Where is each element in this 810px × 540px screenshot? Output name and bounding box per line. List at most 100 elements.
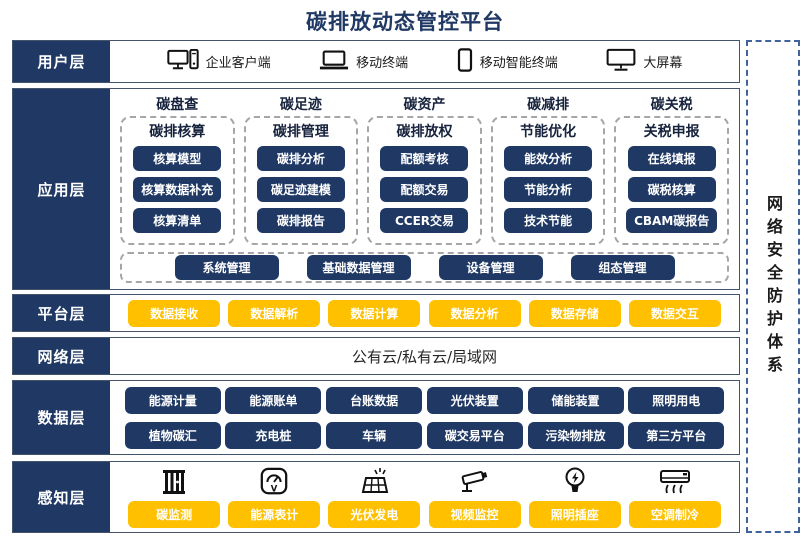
app-column-carbon-reduction: 碳减排 节能优化 能效分析 节能分析 技术节能 [490,93,606,245]
air-conditioner-icon [659,466,691,496]
app-chip: 配额交易 [380,177,469,202]
app-column-header: 碳资产 [403,97,446,113]
layer-platform-content: 数据接收 数据解析 数据计算 数据分析 数据存储 数据交互 [110,295,739,331]
data-row: 能源计量 能源账单 台账数据 光伏装置 储能装置 照明用电 [120,386,729,414]
light-socket-icon [562,466,588,496]
app-chip: 设备管理 [438,255,543,280]
perception-chip: 能源表计 [228,501,321,528]
app-chip: 碳足迹建模 [256,177,345,202]
app-column-subheader: 碳排核算 [149,124,206,140]
user-item-label: 企业客户端 [205,56,271,71]
layer-data-label: 数据层 [13,381,110,454]
app-column-subheader: 碳排管理 [272,124,329,140]
perception-item-solar: 光伏发电 [328,466,421,528]
data-chip: 能源计量 [124,386,221,414]
data-chip: 车辆 [326,421,423,449]
app-column-carbon-footprint: 碳足迹 碳排管理 碳排分析 碳足迹建模 碳排报告 [243,93,359,245]
desktop-pc-icon [166,48,199,75]
perception-chip: 视频监控 [428,501,521,528]
app-column-box: 碳排放权 配额考核 配额交易 CCER交易 [367,116,482,245]
data-chip: 碳交易平台 [426,421,523,449]
layer-perception-content: 碳监测 V 能源表计 光伏发电 视频监控 照明插座 空调制冷 [110,462,739,532]
app-column-box: 碳排管理 碳排分析 碳足迹建模 碳排报告 [243,116,359,245]
app-chip: 能效分析 [504,146,593,171]
layer-platform-label: 平台层 [13,295,110,331]
app-chip: 核算模型 [133,146,222,171]
perception-chip: 光伏发电 [328,501,421,528]
energy-meter-icon: V [259,466,289,496]
layer-application-label: 应用层 [13,89,110,289]
app-column-carbon-tariff: 碳关税 关税申报 在线填报 碳税核算 CBAM碳报告 [614,93,729,245]
app-chip: CBAM碳报告 [626,208,718,233]
data-chip: 储能装置 [527,386,624,414]
perception-item-energy-meter: V 能源表计 [228,466,321,528]
user-item-mobile-terminal: 移动终端 [319,49,408,75]
data-row: 植物碳汇 充电桩 车辆 碳交易平台 污染物排放 第三方平台 [120,421,729,449]
laptop-icon [319,49,349,75]
app-column-box: 关税申报 在线填报 碳税核算 CBAM碳报告 [614,116,729,245]
user-item-enterprise-client: 企业客户端 [166,48,271,75]
app-chip: 碳税核算 [627,177,716,202]
app-chip: 配额考核 [380,146,469,171]
app-column-header: 碳关税 [650,97,693,113]
app-chip: 碳排分析 [256,146,345,171]
app-column-subheader: 关税申报 [643,124,700,140]
smartphone-icon [457,47,473,76]
page-title: 碳排放动态管控平台 [306,10,504,34]
big-screen-icon [606,48,636,76]
layer-network-content: 公有云/私有云/局域网 [351,347,498,366]
app-chip: 在线填报 [627,146,716,171]
user-item-label: 大屏幕 [643,56,683,71]
app-chip: CCER交易 [380,208,469,233]
app-column-subheader: 节能优化 [520,124,577,140]
platform-chip: 数据接收 [128,299,221,327]
app-column-header: 碳盘查 [156,97,199,113]
perception-item-lighting: 照明插座 [528,466,621,528]
data-chip: 充电桩 [225,421,322,449]
app-column-carbon-asset: 碳资产 碳排放权 配额考核 配额交易 CCER交易 [367,93,482,245]
app-column-header: 碳足迹 [279,97,322,113]
app-column-box: 节能优化 能效分析 节能分析 技术节能 [490,116,606,245]
data-chip: 照明用电 [628,386,725,414]
perception-chip: 照明插座 [528,501,621,528]
app-chip: 基础数据管理 [306,255,411,280]
security-band-label: 网络安全防护体系 [764,194,783,379]
user-item-label: 移动终端 [356,56,409,71]
layer-platform: 平台层 数据接收 数据解析 数据计算 数据分析 数据存储 数据交互 [12,294,740,332]
perception-item-air-conditioner: 空调制冷 [628,466,721,528]
app-column-header: 碳减排 [527,97,570,113]
solar-power-icon [358,466,390,496]
layer-data: 数据层 能源计量 能源账单 台账数据 光伏装置 储能装置 照明用电 植物碳汇 充… [12,380,740,455]
platform-chip: 数据交互 [628,299,721,327]
data-chip: 台账数据 [326,386,423,414]
user-item-big-screen: 大屏幕 [606,48,682,76]
svg-text:V: V [271,483,278,493]
perception-chip: 空调制冷 [628,501,721,528]
layer-user-label: 用户层 [13,41,110,82]
platform-chip: 数据存储 [528,299,621,327]
data-chip: 第三方平台 [628,421,725,449]
application-common-box: 系统管理 基础数据管理 设备管理 组态管理 [120,252,729,283]
app-chip: 节能分析 [504,177,593,202]
perception-item-carbon-monitor: 碳监测 [128,466,221,528]
layer-network-label: 网络层 [13,338,110,374]
user-item-label: 移动智能终端 [479,56,558,71]
application-columns: 碳盘查 碳排核算 核算模型 核算数据补充 核算清单 碳足迹 碳排管理 碳排分析 … [120,93,729,245]
app-column-carbon-inventory: 碳盘查 碳排核算 核算模型 核算数据补充 核算清单 [120,93,235,245]
data-chip: 植物碳汇 [124,421,221,449]
app-column-subheader: 碳排放权 [396,124,453,140]
layer-application: 应用层 碳盘查 碳排核算 核算模型 核算数据补充 核算清单 碳足迹 碳排管理 [12,88,740,290]
platform-chip: 数据计算 [328,299,421,327]
security-band: 网络安全防护体系 [746,40,800,533]
app-chip: 核算清单 [133,208,222,233]
layer-data-content: 能源计量 能源账单 台账数据 光伏装置 储能装置 照明用电 植物碳汇 充电桩 车… [110,381,739,454]
layer-perception: 感知层 碳监测 V 能源表计 光伏发电 视频监控 照明插座 [12,461,740,533]
layer-perception-label: 感知层 [13,462,110,532]
layer-user-content: 企业客户端 移动终端 移动智能终端 大屏幕 [110,41,739,82]
app-chip: 组态管理 [570,255,675,280]
app-chip: 系统管理 [174,255,279,280]
data-chip: 光伏装置 [426,386,523,414]
platform-chip: 数据分析 [428,299,521,327]
perception-chip: 碳监测 [128,501,221,528]
